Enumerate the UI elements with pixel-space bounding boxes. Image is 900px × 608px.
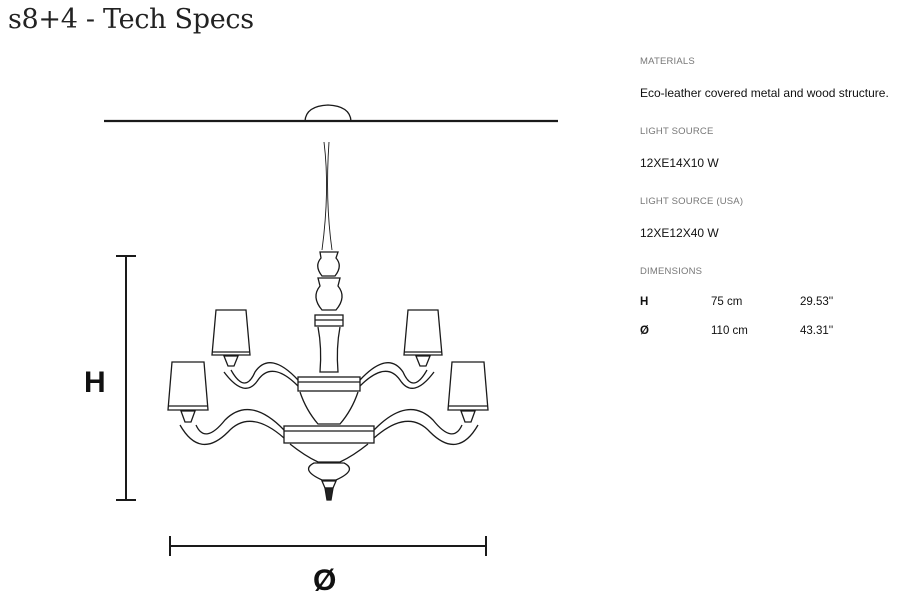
shade-upper-left (211, 309, 251, 367)
dimension-row-height: H 75 cm 29.53'' (640, 296, 895, 310)
lower-ring (283, 425, 375, 501)
materials-section: MATERIALS Eco-leather covered metal and … (640, 56, 895, 100)
dimension-imperial: 43.31'' (800, 325, 834, 337)
dimensions-section: DIMENSIONS H 75 cm 29.53'' Ø 110 cm 43.3… (640, 266, 895, 339)
dimension-symbol: H (640, 296, 649, 308)
canopy (304, 104, 352, 122)
light-source-label: LIGHT SOURCE (640, 126, 714, 137)
diameter-symbol: Ø (313, 564, 336, 597)
page-title: s8+4 - Tech Specs (8, 4, 254, 35)
shade-upper-right (403, 309, 443, 367)
height-dimension-line (116, 255, 136, 501)
specs-panel: MATERIALS Eco-leather covered metal and … (640, 56, 895, 365)
materials-label: MATERIALS (640, 56, 695, 67)
materials-value: Eco-leather covered metal and wood struc… (640, 86, 889, 100)
dimension-metric: 110 cm (711, 325, 748, 337)
suspension-cable (321, 141, 333, 251)
upper-arms (223, 362, 435, 389)
diameter-dimension-line (169, 536, 487, 556)
shade-lower-right (447, 361, 489, 423)
dimension-metric: 75 cm (711, 296, 743, 308)
central-stem (314, 251, 344, 373)
chandelier-drawing: H Ø (84, 104, 558, 597)
upper-ring (297, 376, 361, 425)
dimension-symbol: Ø (640, 325, 649, 337)
light-source-section: LIGHT SOURCE 12XE14X10 W (640, 126, 895, 170)
dimension-row-diameter: Ø 110 cm 43.31'' (640, 325, 895, 339)
light-source-usa-label: LIGHT SOURCE (USA) (640, 196, 744, 207)
dimension-imperial: 29.53'' (800, 296, 834, 308)
light-source-usa-section: LIGHT SOURCE (USA) 12XE12X40 W (640, 196, 895, 240)
lower-arms (179, 408, 479, 446)
light-source-usa-value: 12XE12X40 W (640, 226, 719, 240)
height-symbol: H (84, 366, 106, 399)
shade-lower-left (167, 361, 209, 423)
light-source-value: 12XE14X10 W (640, 156, 719, 170)
dimensions-label: DIMENSIONS (640, 266, 703, 277)
